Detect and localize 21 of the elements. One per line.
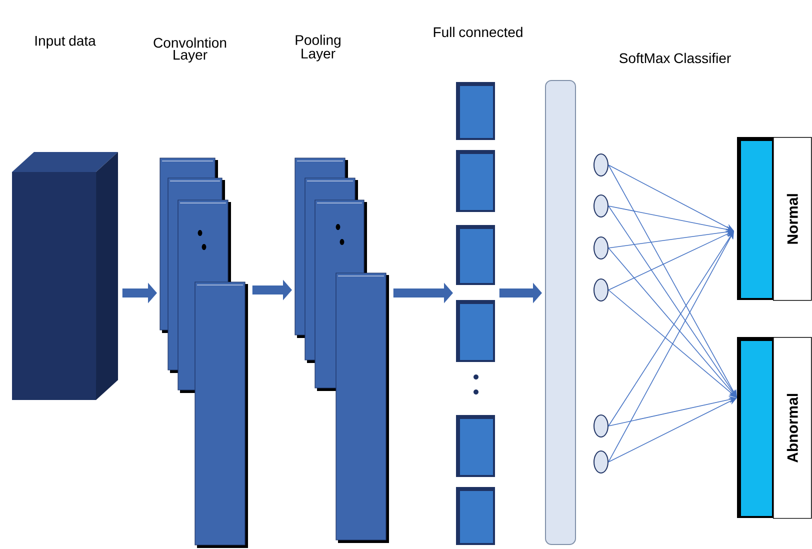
arrow: [608, 290, 737, 398]
stage-heading: SoftMax Classifier: [620, 52, 731, 64]
neuron-circle: [594, 278, 608, 302]
neuron-circle: [594, 194, 608, 218]
stage-heading: Convolntion Layer: [154, 37, 226, 63]
stage-heading: Full connected: [434, 26, 522, 38]
output-class-box: Normal: [737, 137, 812, 301]
arrow: [608, 248, 737, 398]
input-cube: [12, 152, 118, 400]
neuron-circle: [594, 236, 608, 260]
output-class-box: Abnormal: [737, 337, 812, 519]
feature-map-stack: [160, 158, 248, 548]
bar: [545, 80, 576, 545]
arrow: [608, 164, 734, 231]
stage-heading: Input data: [35, 35, 96, 49]
neuron-circle: [594, 414, 608, 438]
neuron-circle: [594, 450, 608, 474]
neuron-column: [456, 82, 495, 545]
feature-map-stack: [294, 158, 389, 543]
neuron-circle: [594, 154, 608, 176]
stage-heading: Pooling Layer: [296, 34, 340, 62]
